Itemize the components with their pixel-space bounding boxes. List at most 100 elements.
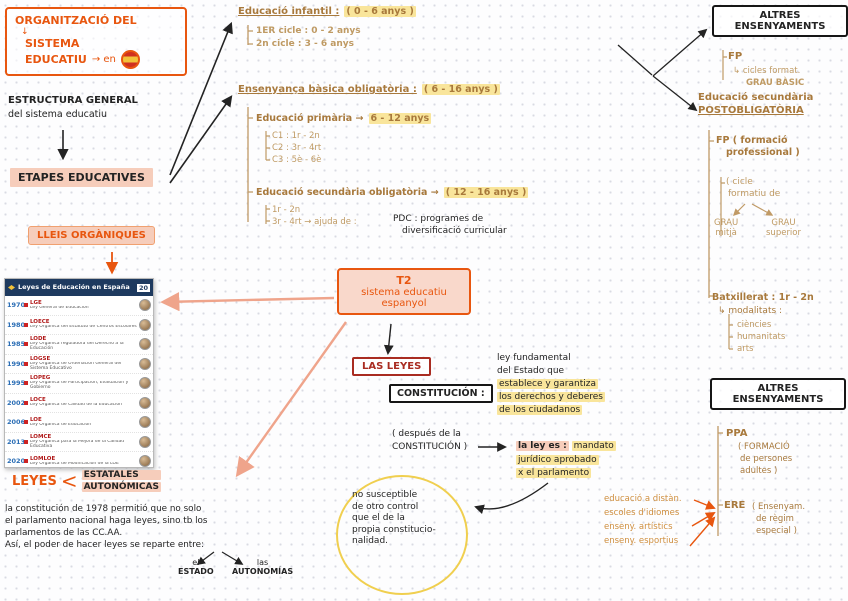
law-description: Ley Orgánica de Educación: [30, 422, 92, 427]
etapes-educatives-badge: ETAPES EDUCATIVES: [10, 168, 153, 187]
fp-top-sub1: ↳ cicles format.: [733, 66, 801, 76]
title-line1: ORGANITZACIÓ DEL: [15, 14, 137, 27]
postobligatoria-line1: Educació secundària: [698, 92, 814, 103]
law-description: Ley Orgánica de Ordenación General del S…: [30, 361, 122, 371]
constitucionalidad-circle: [336, 475, 468, 595]
stage-basica: Ensenyança bàsica obligatòria : ( 6 - 16…: [238, 84, 500, 95]
la-ley-word: mandato: [571, 441, 616, 451]
constitucion-paragraph: la constitución de 1978 permitió que no …: [5, 503, 265, 551]
t2-line3: espanyol: [381, 298, 427, 309]
infantil-item: 2n cicle : 3 - 6 anys: [256, 39, 354, 49]
law-marker-icon: [24, 322, 28, 327]
secundaria-title: Educació secundària obligatòria →: [256, 187, 439, 198]
autonomias-word1: las: [256, 558, 269, 567]
law-acronym: LOECE: [30, 319, 50, 326]
ppa-line1: ( FORMACIÓ: [738, 442, 790, 452]
leyes-types-group: LEYES < ESTATALES AUTONÓMICAS: [12, 470, 161, 492]
law-year: 1980: [7, 320, 26, 329]
ere-line2: de règim: [756, 514, 794, 524]
law-year: 2002: [7, 398, 26, 407]
fp-top-label: FP: [728, 51, 743, 62]
primaria-item: C3 : 5è - 6è: [272, 155, 322, 165]
secundaria-range: ( 12 - 16 anys ): [443, 187, 529, 198]
fp-label-line1: FP ( formació: [716, 135, 788, 146]
law-marker-icon: [24, 420, 28, 425]
ere-line1: ( Ensenyam.: [752, 502, 806, 512]
stage-secundaria: Educació secundària obligatòria → ( 12 -…: [256, 187, 529, 198]
law-marker-icon: [24, 361, 28, 366]
law-acronym: LOMCE: [30, 433, 52, 440]
autonomicas-label: AUTONÓMICAS: [81, 482, 161, 492]
law-description: Ley Orgánica de Modificación de la LOE: [30, 461, 119, 466]
law-description: Ley General de Educación: [30, 305, 89, 310]
ppa-label: PPA: [726, 428, 748, 439]
politician-avatar: [139, 318, 151, 331]
infantil-title: Educació infantil :: [238, 6, 340, 17]
title-line2: SISTEMA: [25, 37, 80, 50]
la-ley-highlight: la ley es :: [516, 441, 569, 451]
law-year: 2020: [7, 457, 26, 466]
ere-example: educació a distàn.: [604, 494, 682, 504]
primaria-title: Educació primària →: [256, 113, 364, 124]
secundaria-item: 3r - 4rt → ajuda de :: [272, 217, 357, 227]
law-description: Ley Orgánica para la Mejora de la Calida…: [30, 439, 125, 449]
law-description: Ley Orgánica de Participación, Evaluació…: [30, 381, 129, 391]
batxillerat-label: Batxillerat : 1r - 2n: [712, 292, 814, 303]
politician-avatar: [139, 357, 151, 370]
modalitat-item: ciències: [737, 320, 772, 330]
paragraph-line: el parlamento nacional haga leyes, sino …: [5, 516, 208, 526]
title-box: ORGANITZACIÓ DEL ↓ SISTEMA EDUCATIU → en: [5, 7, 187, 76]
law-marker-icon: [24, 381, 28, 386]
definition-line: del Estado que: [497, 366, 565, 376]
title-arrow-down: ↓: [21, 27, 29, 37]
grau-mitja-label: GRAU mitjà: [714, 218, 738, 238]
law-year: 1970: [7, 301, 26, 310]
law-acronym: LOMLOE: [30, 455, 56, 462]
basica-title: Ensenyança bàsica obligatòria :: [238, 84, 417, 95]
law-acronym: LODE: [30, 336, 47, 343]
law-description: Ley Orgánica reguladora del Derecho a la…: [30, 342, 124, 352]
law-acronym: LOE: [30, 416, 42, 423]
infographic-header: Leyes de Educación en España 20: [5, 279, 153, 296]
grau-level: superior: [766, 228, 801, 238]
definition-line-highlight: los derechos y deberes: [497, 392, 605, 402]
altres-top-line1: ALTRES: [759, 10, 801, 21]
ere-example: enseny. artístics: [604, 522, 673, 532]
estatales-label: ESTATALES: [81, 470, 161, 480]
ere-examples-list: educació a distàn. escoles d'idiomes ens…: [604, 492, 682, 548]
modalitat-item: humanitats: [737, 332, 786, 342]
law-acronym: LOGSE: [30, 355, 51, 362]
law-acronym: LGE: [30, 299, 42, 306]
altres-bottom-line1: ALTRES: [757, 383, 799, 394]
law-acronym: LOCE: [30, 397, 46, 404]
despues-line2: CONSTITUCIÓN ): [392, 442, 468, 452]
pdc-note-line1: PDC : programes de: [393, 214, 484, 224]
definition-line-highlight: establece y garantiza: [497, 379, 598, 389]
paragraph-line: Así, el poder de hacer leyes se reparte …: [5, 540, 205, 550]
ere-example: enseny. esportius: [604, 536, 679, 546]
infographic-title: Leyes de Educación en España: [18, 283, 130, 292]
law-marker-icon: [24, 400, 28, 405]
law-description: Ley Orgánica del Estatuto de Centros Esc…: [30, 325, 137, 330]
politician-avatar: [139, 338, 151, 351]
title-suffix: → en: [91, 54, 116, 65]
autonomias-label: las AUTONOMÍAS: [232, 558, 293, 576]
altres-top-line2: ENSENYAMENTS: [734, 21, 826, 32]
ere-line3: especial ): [756, 526, 797, 536]
basica-range: ( 6 - 16 anys ): [421, 84, 500, 95]
infographic-badge: 20: [136, 283, 150, 292]
paragraph-line: la constitución de 1978 permitió que no …: [5, 504, 202, 514]
las-leyes-box: LAS LEYES: [352, 357, 432, 376]
politician-avatar: [139, 455, 151, 467]
primaria-item: C1 : 1r - 2n: [272, 131, 320, 141]
la-ley-line2: jurídico aprobado: [516, 454, 599, 465]
leyes-label: LEYES: [12, 473, 57, 489]
stage-primaria: Educació primària → 6 - 12 anys: [256, 113, 432, 124]
modalitats-label: ↳ modalitats :: [718, 306, 783, 316]
